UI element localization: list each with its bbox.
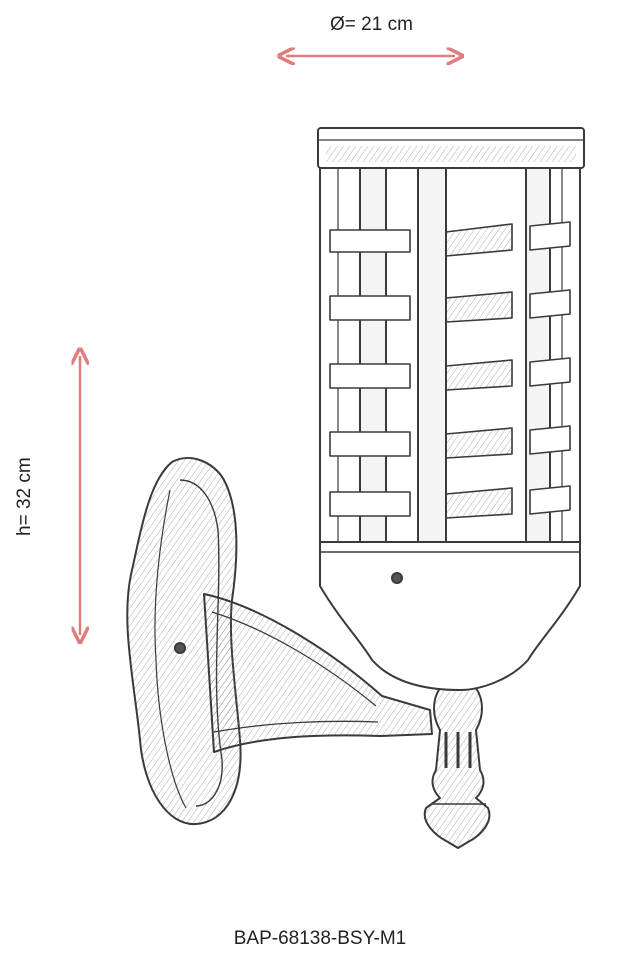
- lamp-arm: [203, 593, 433, 753]
- frame-post-left: [359, 167, 387, 543]
- height-label: h= 32 cm: [14, 456, 35, 536]
- housing-screw: [391, 572, 403, 584]
- diameter-label: Ø= 21 cm: [330, 14, 413, 35]
- model-code: BAP-68138-BSY-M1: [233, 928, 407, 949]
- frame-post-center: [417, 167, 447, 543]
- wall-lamp: [126, 127, 585, 849]
- lamp-base-housing: [319, 539, 581, 691]
- mount-screw: [174, 642, 186, 654]
- louvre-bands: [329, 221, 571, 519]
